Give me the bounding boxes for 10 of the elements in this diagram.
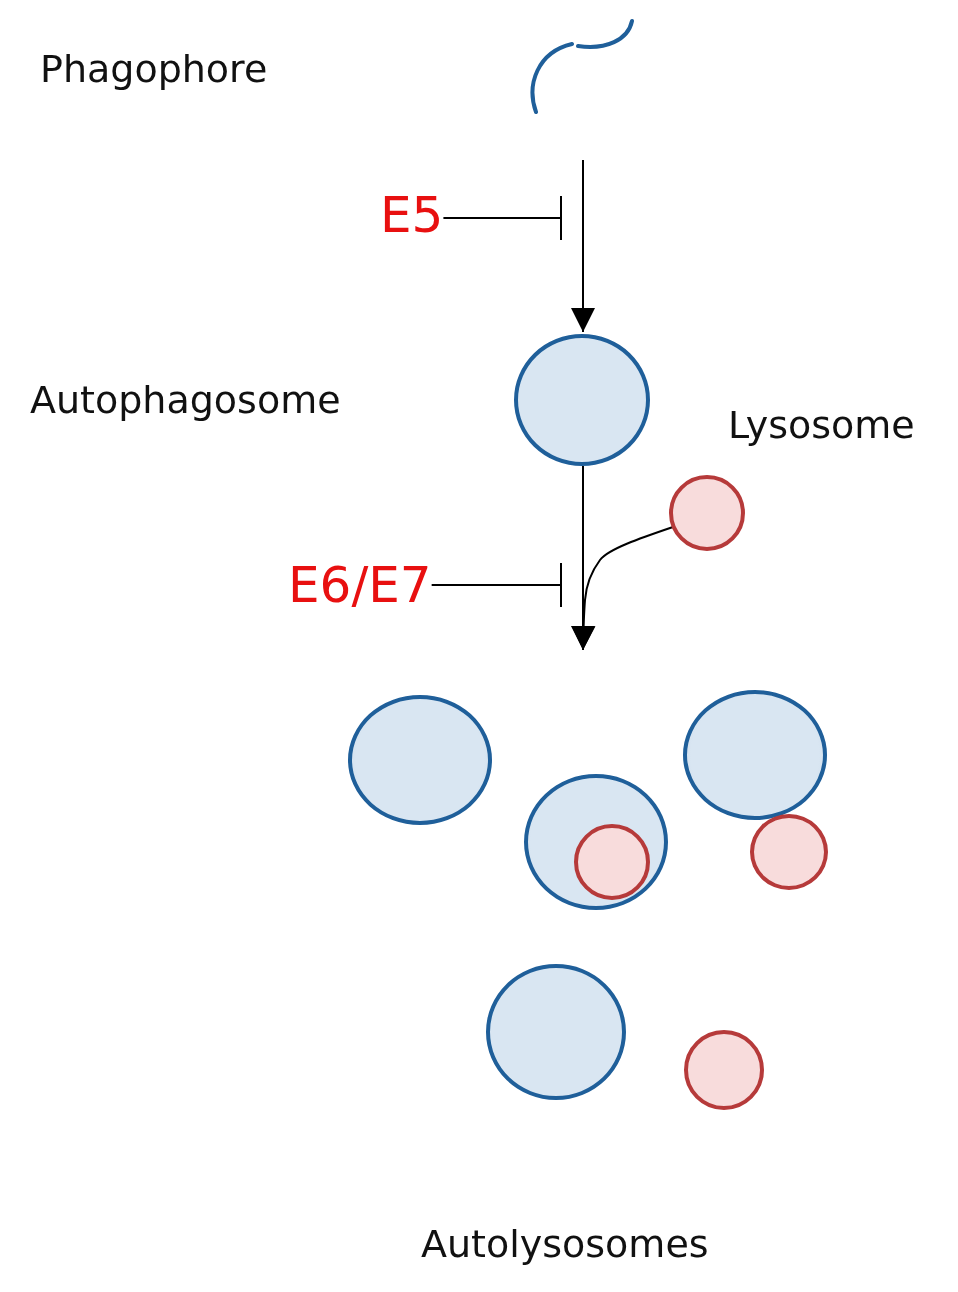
inhibition-line — [442, 195, 562, 241]
inhibitor-label: E6/E7 — [288, 560, 432, 610]
arrow — [571, 159, 595, 333]
stage-label: Lysosome — [728, 406, 915, 444]
stage-label: Autophagosome — [30, 381, 341, 419]
stage-label: Autolysosomes — [421, 1225, 709, 1263]
arrow — [571, 526, 674, 651]
inhibitor-label: E5 — [380, 190, 444, 240]
stage-label: Phagophore — [40, 50, 268, 88]
inhibition-line — [430, 562, 562, 608]
